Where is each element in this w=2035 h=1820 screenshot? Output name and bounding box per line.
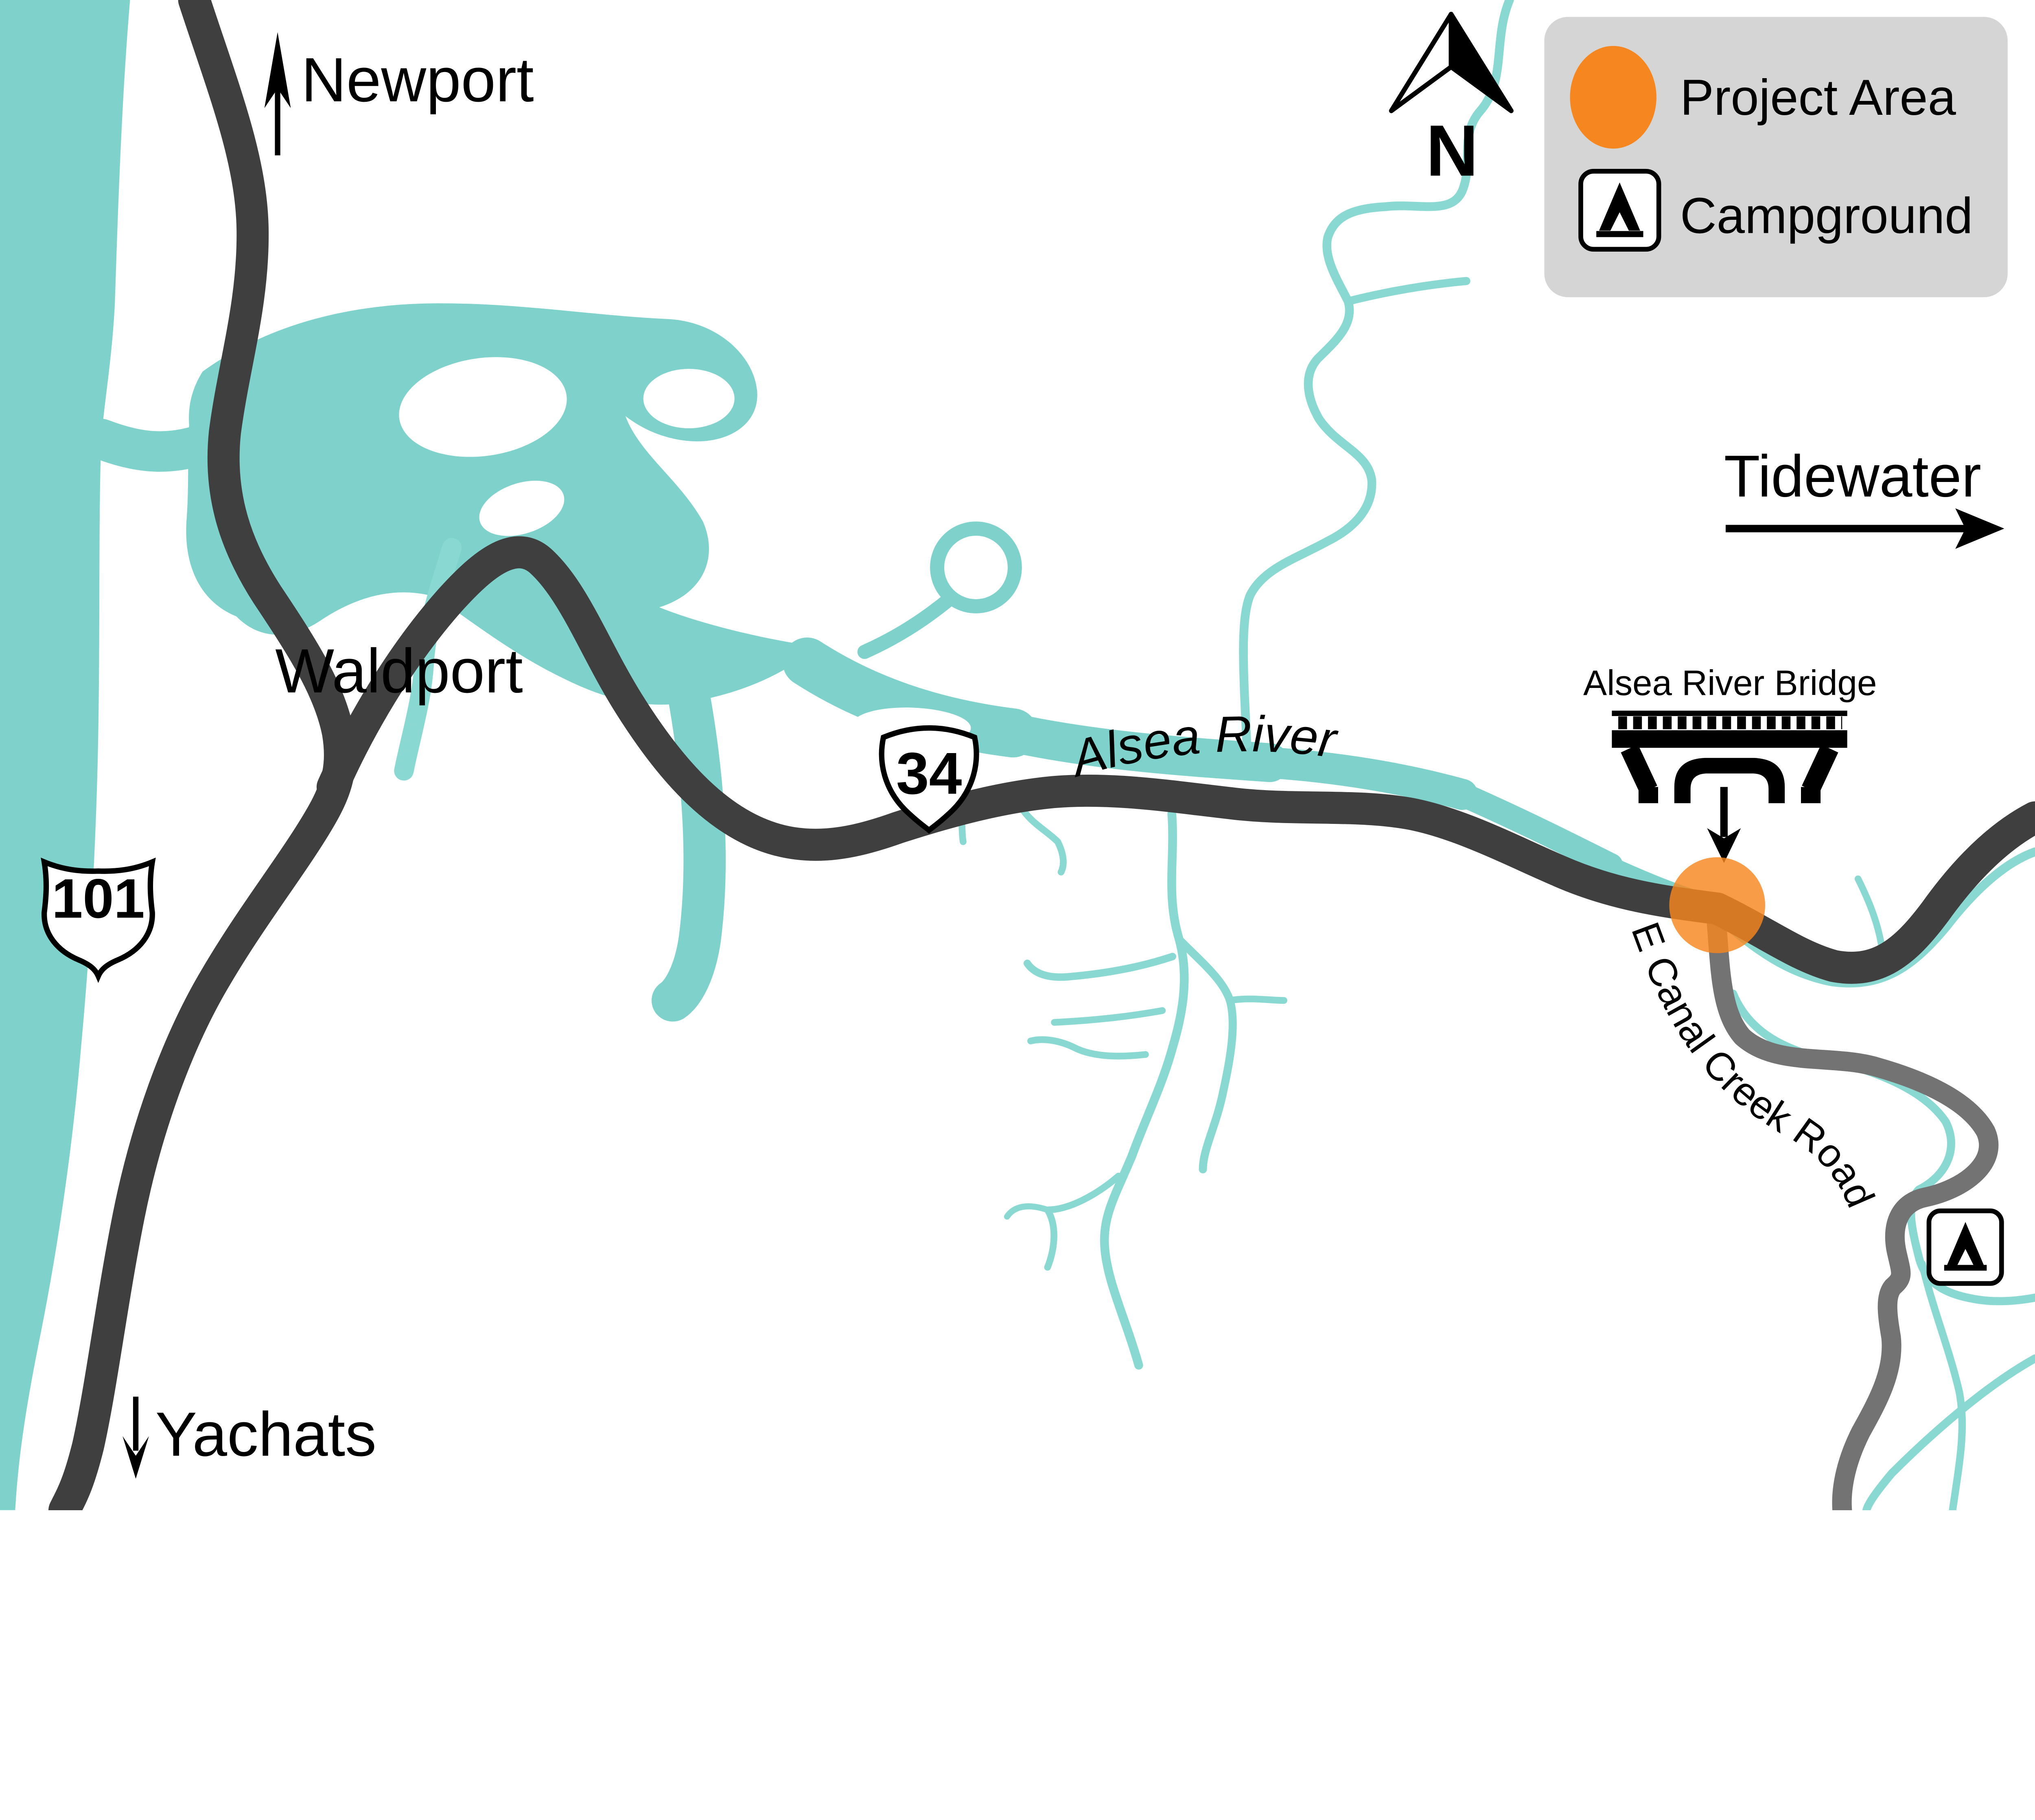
- creek-path: [1004, 1203, 1051, 1220]
- e-canal-creek-road-path: [1706, 902, 1999, 1510]
- bridge-left-pier: [1621, 744, 1657, 794]
- creek-path: [1854, 875, 1885, 950]
- north-arrow-right-half: [1449, 12, 1514, 113]
- waldport-label: Waldport: [275, 636, 523, 706]
- creek-path: [1175, 935, 1237, 1174]
- bay-island: [479, 480, 565, 536]
- creek-path: [1020, 808, 1067, 876]
- bay-south-channel: [651, 679, 726, 1022]
- islands: [399, 357, 971, 745]
- waldport-creek: [394, 538, 462, 781]
- water-layer: [0, 0, 2035, 1510]
- yachats-annotation: Yachats: [123, 1396, 376, 1479]
- alsea-river-bridge-annotation: Alsea River Bridge: [1583, 664, 1877, 863]
- north-arrow: N: [1389, 12, 1514, 191]
- or-34-shield: 34: [879, 725, 979, 834]
- river-segment: [1254, 747, 1478, 810]
- oxbow-slough: [930, 521, 1022, 613]
- tidewater-arrow-head: [1955, 508, 2004, 549]
- tent-ground: [1596, 231, 1643, 237]
- tent-icon: [1947, 1222, 1984, 1266]
- north-arrow-left-half: [1389, 12, 1454, 113]
- us-101-shield-number: 101: [52, 867, 144, 930]
- newport-label: Newport: [301, 45, 534, 115]
- creek-path: [1239, 0, 1514, 748]
- creek-path: [1023, 953, 1176, 981]
- or-34-shield-number: 34: [896, 740, 962, 806]
- legend-campground-label: Campground: [1680, 188, 1973, 244]
- map-container: 101 34 N Project Area Campground Tidewat…: [0, 0, 2035, 1510]
- bridge-pointer-arrow-head: [1707, 828, 1741, 863]
- bay-island: [643, 369, 735, 429]
- bridge-right-pier: [1802, 744, 1838, 794]
- creek-path: [1226, 995, 1287, 1004]
- river-segment: [1450, 782, 1623, 878]
- newport-arrow-head: [264, 32, 291, 108]
- tidewater-annotation: Tidewater: [1724, 443, 2004, 549]
- bridge-arch: [1674, 758, 1785, 804]
- bridge-rail: [1612, 710, 1847, 716]
- bridge-deck: [1612, 730, 1847, 748]
- yachats-arrow-head: [123, 1436, 149, 1479]
- oregon-route-shield-shape: [879, 725, 979, 834]
- bridge-right-foot: [1801, 787, 1821, 804]
- tent-ground: [1944, 1265, 1987, 1271]
- pacific-ocean: [0, 0, 130, 1510]
- creek-path: [1918, 1260, 1966, 1510]
- tent-icon: [1599, 182, 1640, 231]
- us-101-shield: 101: [41, 857, 156, 983]
- yachats-label: Yachats: [155, 1399, 376, 1469]
- south-creek-system: [956, 808, 1287, 1370]
- map-canvas: 101 34 N Project Area Campground Tidewat…: [0, 0, 2035, 1510]
- us-route-shield-shape: [41, 857, 156, 983]
- alsea-river-bridge-label: Alsea River Bridge: [1583, 664, 1877, 703]
- creek-path: [1027, 1036, 1149, 1060]
- road-layer: [48, 0, 2035, 1510]
- legend-project-area-label: Project Area: [1680, 69, 1956, 126]
- campground-legend-icon: [1578, 169, 1661, 252]
- oxbow-connector: [857, 592, 956, 659]
- highway-34-road: [316, 536, 2035, 984]
- creek-path: [1862, 1354, 2035, 1510]
- north-label: N: [1426, 110, 1478, 191]
- river-segment: [993, 713, 1289, 782]
- creek-path: [1100, 809, 1189, 1370]
- north-tributary: [1239, 0, 1514, 748]
- project-area-marker: [1669, 857, 1766, 953]
- newport-annotation: Newport: [264, 32, 534, 155]
- campground-map-icon: [1926, 1208, 2004, 1286]
- bridge-left-foot: [1638, 787, 1659, 804]
- bridge-icon: [1612, 710, 1847, 804]
- creek-path: [1051, 1007, 1166, 1026]
- creek-path: [1344, 277, 1470, 306]
- bay-island: [399, 357, 567, 457]
- project-area-legend-marker: [1570, 46, 1656, 149]
- tidewater-label: Tidewater: [1724, 443, 1981, 509]
- legend: Project Area Campground: [1544, 17, 2008, 298]
